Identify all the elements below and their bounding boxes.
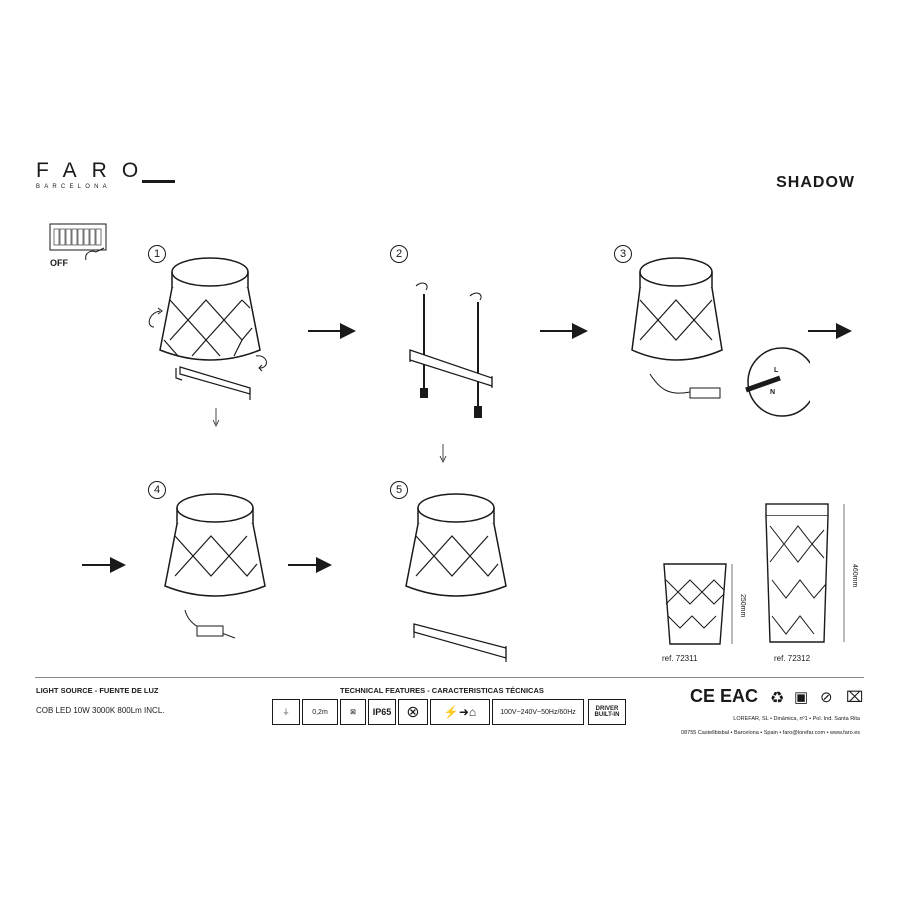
switch-off-label: OFF <box>50 258 68 268</box>
step1-lamp-illustration <box>159 257 261 427</box>
light-source-text: COB LED 10W 3000K 800Lm INCL. <box>36 706 165 715</box>
step2-bracket-screws-illustration <box>409 282 493 418</box>
voltage-value: 100V~240V~50Hz/60Hz <box>500 708 576 716</box>
lamp-small-drawing <box>663 563 733 645</box>
recycle-bin-icon: ⊘ <box>820 689 833 706</box>
company-line1: LOREFAR, SL • Dinámica, nº1 • Pol. Ind. … <box>733 716 860 722</box>
footer-divider <box>35 677 864 678</box>
recycle-box-icon: ▣ <box>794 689 809 706</box>
step-number-2: 2 <box>390 245 408 263</box>
ip-rating-box: IP65 <box>368 699 396 725</box>
brand-bar <box>142 180 175 183</box>
step-arrow-1-2 <box>308 323 356 339</box>
step5-mount-illustration <box>405 493 507 662</box>
rotate-ccw-icon <box>148 307 163 328</box>
lamp-large-drawing <box>765 503 845 643</box>
wire-neutral-label: N <box>770 389 776 396</box>
step-number-5: 5 <box>390 481 408 499</box>
product-name: SHADOW <box>776 174 855 191</box>
driver-line1: DRIVER <box>595 706 619 712</box>
replace-lamp-icon: ⚡➜⌂ <box>430 699 490 725</box>
distance-box: 0,2m <box>302 699 338 725</box>
weee-bin-icon: ⌧ <box>846 689 864 706</box>
step3-wiring-illustration <box>631 257 810 417</box>
no-cover-icon: ⊠ <box>340 699 366 725</box>
wire-live-label: L <box>774 367 779 374</box>
brand-name: FARO <box>36 159 154 182</box>
down-arrow-icon <box>439 444 447 463</box>
step-arrow-2-3 <box>540 323 588 339</box>
step-number-4: 4 <box>148 481 166 499</box>
voltage-box: 100V~240V~50Hz/60Hz <box>492 699 584 725</box>
step-number-1: 1 <box>148 245 166 263</box>
step-arrow-3-4 <box>808 323 852 339</box>
ref-small-label: ref. 72311 <box>662 654 698 663</box>
eac-mark: EAC <box>720 686 759 706</box>
ip-rating: IP65 <box>372 707 392 717</box>
distance-value: 0,2m <box>312 708 328 716</box>
technical-title: TECHNICAL FEATURES - CARACTERISTICAS TÉC… <box>340 686 544 695</box>
driver-line2: BUILT-IN <box>594 712 620 718</box>
step-arrow-into-4 <box>82 557 126 573</box>
brand-logo: FARO BARCELONA <box>36 159 175 190</box>
small-height-label: 250mm <box>739 594 746 618</box>
earth-ground-icon: ⏚ <box>272 699 300 725</box>
step-arrow-4-5 <box>288 557 332 573</box>
breaker-panel-icon <box>49 223 107 261</box>
rotate-cw-icon <box>255 355 267 372</box>
step-number-3: 3 <box>614 245 632 263</box>
driver-box: DRIVER BUILT-IN <box>588 699 626 725</box>
ref-large-label: ref. 72312 <box>774 654 811 663</box>
ce-mark: CE <box>690 686 716 706</box>
step4-lamp-illustration <box>164 493 266 639</box>
brand-subtitle: BARCELONA <box>36 184 111 190</box>
large-height-label: 460mm <box>851 564 858 588</box>
light-source-title: LIGHT SOURCE - FUENTE DE LUZ <box>36 686 159 695</box>
no-insulation-cover-icon: ⊗ <box>398 699 428 725</box>
recycle-icon: ♻ <box>770 690 785 707</box>
company-line2: 08755 Castellbisbal • Barcelona • Spain … <box>681 730 860 736</box>
